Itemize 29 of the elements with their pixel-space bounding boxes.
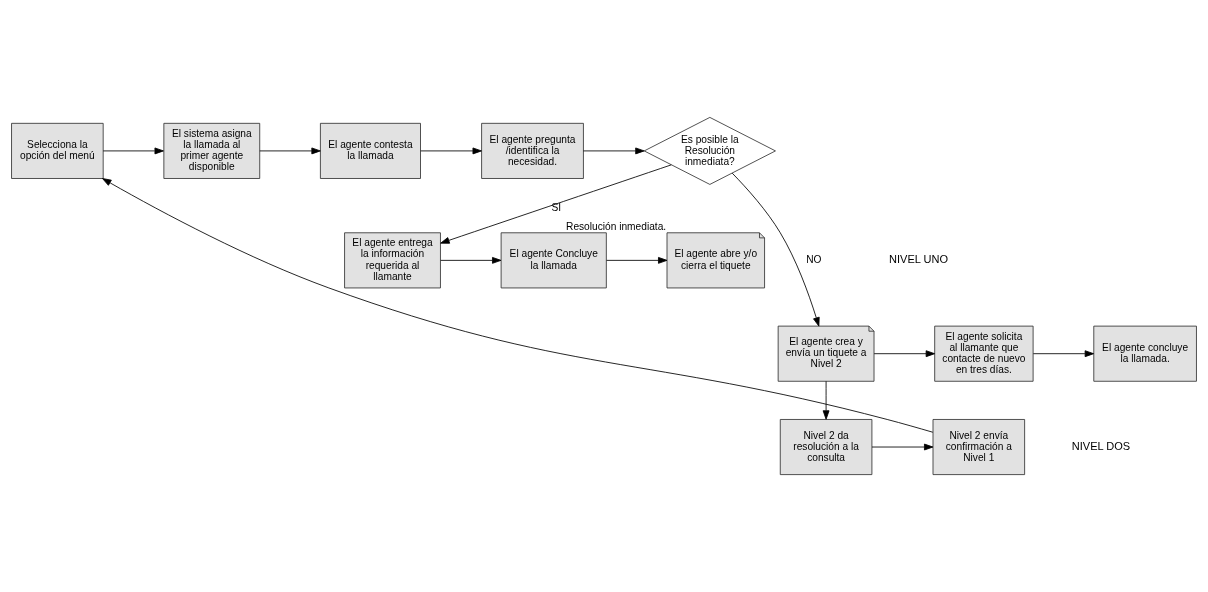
node-box: El sistema asigna la llamada al primer agente disponible xyxy=(163,122,261,179)
arrow xyxy=(731,172,820,327)
node-box: El agente contesta la llamada xyxy=(319,122,421,179)
node-box: El agente pregunta/identifica la necesidad. xyxy=(481,122,584,179)
arrow xyxy=(1032,350,1095,358)
node-box: El agente concluye la llamada. xyxy=(1093,325,1197,382)
arrow xyxy=(873,350,936,358)
arrow xyxy=(871,443,934,451)
node-label: Resolución inmediata. xyxy=(566,220,667,232)
edge-label: SI xyxy=(551,202,562,214)
node-box: Nivel 2 envía confirmación a Nivel 1 xyxy=(932,419,1026,476)
label: NIVEL DOS xyxy=(1071,439,1131,452)
node-box: Selecciona la opción del menú xyxy=(11,122,104,179)
arrow xyxy=(822,380,830,420)
arrow xyxy=(606,256,668,264)
arrow xyxy=(102,178,934,433)
arrow xyxy=(259,147,321,155)
node-box: El agente Concluye la llamada xyxy=(500,232,607,289)
node-box: El agente entrega la información requerida al llamante xyxy=(344,232,441,289)
arrow xyxy=(440,256,502,264)
arrow xyxy=(102,147,164,155)
node-box: Nivel 2 da resolución a la consulta xyxy=(779,419,873,476)
arrow xyxy=(420,147,482,155)
node-box: El agente solicita al llamante que contacte de nuevo en tres días. xyxy=(934,325,1034,382)
arrow xyxy=(583,147,645,155)
node-diamond: Es posible la Resolución inmediata? xyxy=(643,116,776,185)
edge-label: NO xyxy=(806,253,822,265)
arrow xyxy=(440,164,672,244)
label: NIVEL UNO xyxy=(889,253,949,266)
